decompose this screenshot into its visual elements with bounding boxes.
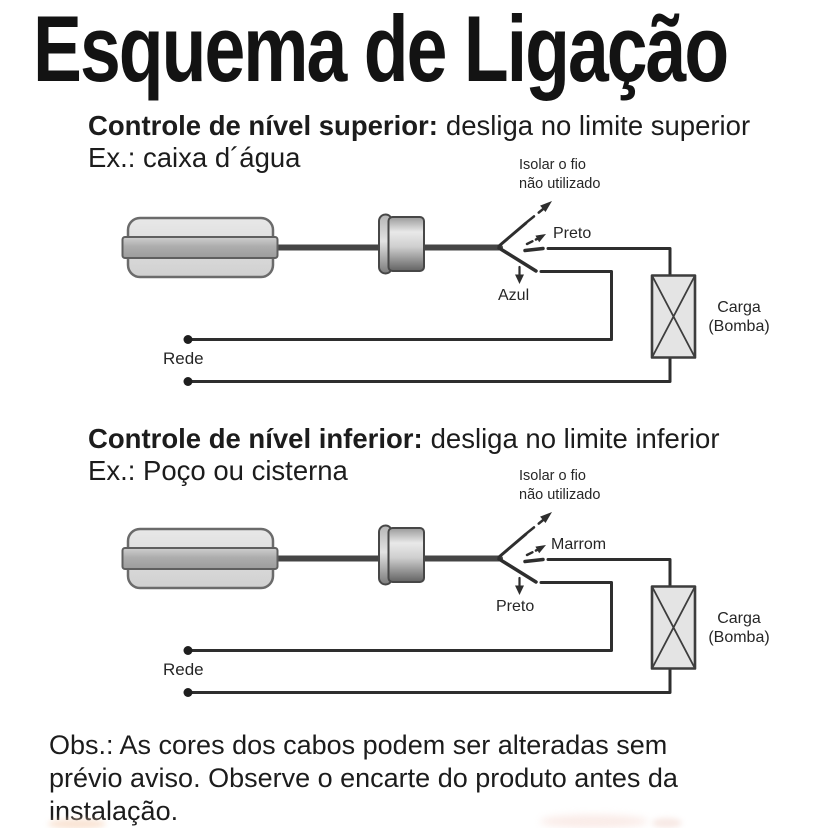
- mains-return-wire: [186, 355, 672, 383]
- section2-wire-top-label: Marrom: [551, 536, 607, 553]
- down-arrowhead-icon: [515, 274, 524, 284]
- footer-note: Obs.: As cores dos cabos podem ser alter…: [49, 729, 678, 828]
- isolate-arrow-solid: [497, 221, 528, 248]
- mains-dot-top: [183, 335, 193, 344]
- section1-load-line2: (Bomba): [708, 317, 770, 335]
- counterweight-rim: [378, 213, 393, 275]
- wire-top-circuit: [546, 247, 672, 278]
- load-box-diagonal-2: [651, 274, 696, 359]
- section2-heading-bold: Controle de nível inferior:: [88, 423, 423, 454]
- section2-isolate-line1: Isolar o fio: [519, 468, 586, 484]
- section2-load-label: Carga (Bomba): [694, 610, 784, 647]
- float-band: [121, 236, 279, 259]
- page-title: Esquema de Ligação: [33, 0, 729, 101]
- section1-wire-top-label: Preto: [553, 225, 592, 242]
- float-switch-diagram-1: [121, 201, 697, 386]
- section1-isolate-note: Isolar o fio não utilizado: [519, 156, 600, 194]
- float-body: [126, 216, 275, 279]
- footer-note-line2: prévio aviso. Observe o encarte do produ…: [49, 763, 678, 793]
- section1-heading-rest: desliga no limite superior: [445, 110, 751, 141]
- float-switch-diagram-2: [123, 512, 696, 697]
- section1-load-line1: Carga: [717, 299, 761, 316]
- section1-wire-bottom-label: Azul: [498, 287, 530, 304]
- section2-mains-label: Rede: [163, 660, 204, 679]
- section1-isolate-line2: não utilizado: [519, 176, 601, 192]
- wire-top-arrowhead-icon: [535, 234, 546, 243]
- section2-wire-bottom-label: Preto: [496, 598, 535, 615]
- section1-heading-line: Controle de nível superior:desliga no li…: [88, 110, 750, 142]
- load-box: [650, 274, 697, 359]
- section2-heading: Controle de nível inferior:desliga no li…: [88, 423, 720, 486]
- section2-isolate-line2: não utilizado: [519, 487, 601, 503]
- section2-heading-rest: desliga no limite inferior: [430, 423, 720, 454]
- bottom-edge-artifact-left: [48, 819, 106, 828]
- section2-example: Ex.: Poço ou cisterna: [88, 454, 348, 486]
- section1-example: Ex.: caixa d´água: [88, 141, 301, 173]
- section2-isolate-note: Isolar o fio não utilizado: [519, 467, 600, 505]
- section1-heading-bold: Controle de nível superior:: [88, 110, 438, 141]
- section2-load-line2: (Bomba): [708, 628, 770, 646]
- section1-heading: Controle de nível superior:desliga no li…: [88, 110, 750, 173]
- isolate-arrow-dashed: [525, 206, 547, 224]
- section1-mains-label: Rede: [163, 349, 204, 368]
- bottom-edge-artifact-middle: [540, 815, 648, 828]
- wire-top-arrow-dash: [525, 237, 539, 246]
- load-box-diagonal-1: [651, 274, 696, 359]
- footer-note-line1: Obs.: As cores dos cabos podem ser alter…: [49, 730, 668, 760]
- counterweight: [387, 216, 425, 272]
- mains-dot-bottom: [183, 377, 193, 386]
- bottom-edge-artifact-right: [652, 818, 682, 828]
- section2-load-line1: Carga: [717, 610, 761, 627]
- section2-heading-line: Controle de nível inferior:desliga no li…: [88, 423, 720, 455]
- section1-isolate-line1: Isolar o fio: [519, 157, 586, 173]
- wire-bottom-diagonal: [497, 246, 538, 273]
- wire-bottom-circuit: [186, 270, 613, 341]
- section1-load-label: Carga (Bomba): [694, 299, 784, 336]
- isolate-arrowhead-icon: [540, 201, 552, 212]
- wire-top-dash: [523, 246, 545, 253]
